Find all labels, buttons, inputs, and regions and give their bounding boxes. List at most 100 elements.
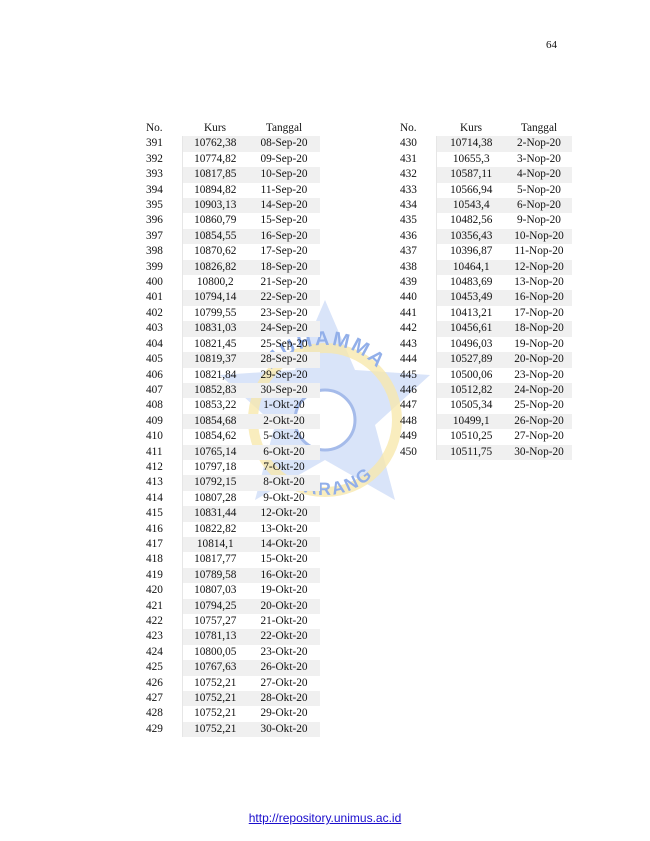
row-no: 446 [400,383,417,396]
header-tanggal: Tanggal [265,122,303,134]
row-kurs: 10483,69 [435,275,506,291]
row-kurs: 10789,58 [181,567,248,584]
row-tanggal: 6-Nop-20 [506,198,572,214]
row-kurs: 10794,14 [181,290,248,306]
row-tanggal: 16-Okt-20 [248,567,320,584]
row-tanggal: 22-Sep-20 [248,290,320,306]
row-tanggal: 9-Okt-20 [263,491,305,504]
row-tanggal: 15-Sep-20 [260,214,308,227]
row-no: 423 [146,630,163,643]
row-kurs: 10853,22 [181,398,248,414]
row-tanggal: 21-Sep-20 [260,276,308,289]
row-tanggal: 2-Nop-20 [506,136,572,152]
row-kurs: 10566,94 [435,182,506,199]
row-kurs: 10655,3 [435,151,506,168]
row-tanggal: 28-Okt-20 [248,691,320,707]
row-kurs: 10765,14 [181,444,248,460]
row-kurs: 10814,1 [181,536,248,553]
row-no: 440 [400,291,417,304]
row-kurs: 10831,03 [181,321,248,337]
row-tanggal: 15-Okt-20 [260,553,308,566]
row-tanggal: 8-Okt-20 [248,475,320,491]
row-kurs: 10752,21 [181,706,248,722]
row-tanggal: 12-Okt-20 [248,506,320,522]
row-kurs: 10500,06 [435,367,506,383]
repository-link[interactable]: http://repository.unimus.ac.id [248,811,402,825]
table-header-row: No. Kurs Tanggal [146,121,320,136]
row-kurs: 10860,79 [181,213,248,229]
row-no: 416 [146,522,163,535]
row-no: 414 [146,491,163,504]
row-no: 405 [146,353,163,366]
row-no: 439 [400,276,417,289]
row-no: 445 [400,368,417,381]
row-no: 397 [146,229,163,242]
row-no: 391 [146,137,163,150]
row-kurs: 10799,55 [181,305,248,322]
table-row: 445 10500,06 23-Nop-20 [400,367,572,383]
header-kurs: Kurs [204,122,226,134]
row-kurs: 10527,89 [435,352,506,368]
row-tanggal: 08-Sep-20 [248,136,320,152]
row-kurs: 10413,21 [435,305,506,322]
row-no: 434 [400,199,417,212]
row-kurs: 10510,25 [435,429,506,445]
row-kurs: 10456,61 [435,321,506,337]
row-no: 419 [146,568,163,581]
row-tanggal: 18-Nop-20 [506,321,572,337]
row-kurs: 10821,45 [181,336,248,353]
row-tanggal: 23-Nop-20 [514,368,564,381]
row-no: 429 [146,722,163,735]
row-kurs: 10792,15 [181,475,248,491]
row-no: 437 [400,245,417,258]
row-kurs: 10714,38 [435,136,506,152]
row-no: 426 [146,676,163,689]
row-kurs: 10854,62 [181,429,248,445]
row-tanggal: 20-Nop-20 [506,352,572,368]
row-kurs: 10505,34 [435,398,506,414]
row-kurs: 10807,28 [181,490,248,507]
row-kurs: 10831,44 [181,506,248,522]
row-tanggal: 19-Okt-20 [260,584,308,597]
row-no: 450 [400,445,417,458]
row-no: 430 [400,137,417,150]
row-no: 449 [400,430,417,443]
header-no: No. [146,122,163,134]
row-tanggal: 24-Sep-20 [248,321,320,337]
row-kurs: 10453,49 [435,290,506,306]
row-no: 413 [146,476,163,489]
row-no: 400 [146,276,163,289]
row-kurs: 10854,55 [181,228,248,245]
row-tanggal: 29-Okt-20 [260,707,308,720]
row-tanggal: 16-Sep-20 [248,228,320,245]
row-no: 410 [146,430,163,443]
row-no: 402 [146,306,163,319]
row-no: 441 [400,306,417,319]
row-tanggal: 25-Nop-20 [514,399,564,412]
row-tanggal: 10-Sep-20 [248,167,320,183]
row-tanggal: 14-Okt-20 [248,536,320,553]
row-tanggal: 10-Nop-20 [506,228,572,245]
row-tanggal: 22-Okt-20 [248,629,320,645]
